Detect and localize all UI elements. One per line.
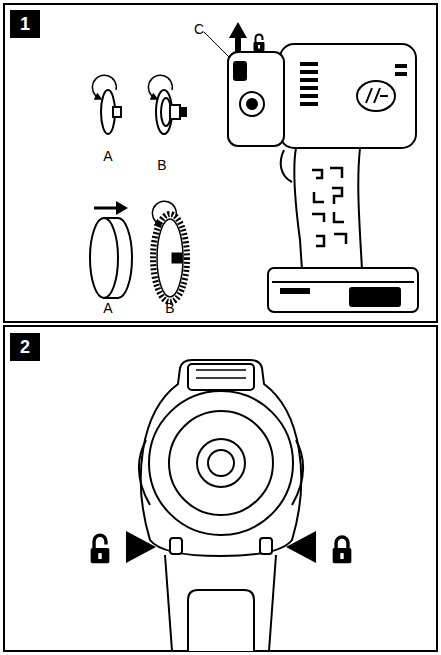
- part-label: B: [165, 300, 174, 316]
- step-number-box: 2: [10, 333, 40, 361]
- leader-line: [204, 32, 232, 60]
- unlock-symbol: [254, 35, 265, 52]
- step-number-box: 1: [10, 10, 40, 38]
- step-number: 2: [20, 337, 30, 358]
- part-label: A: [103, 148, 112, 164]
- lock-arrow: [286, 531, 351, 563]
- tool-side-view: [228, 44, 418, 312]
- grinding-wheel: [90, 218, 132, 298]
- direction-arrow: [94, 201, 128, 215]
- panel-frame: [4, 4, 437, 651]
- part-label: B: [157, 157, 166, 173]
- tool-front-view: [139, 360, 303, 651]
- cutting-disc: [92, 75, 121, 134]
- part-label: A: [103, 300, 112, 316]
- mandrel-disc: [148, 75, 186, 134]
- unlock-arrow: [91, 531, 156, 563]
- part-label: C: [194, 21, 204, 37]
- saw-blade: [152, 201, 187, 302]
- step-number: 1: [20, 14, 30, 35]
